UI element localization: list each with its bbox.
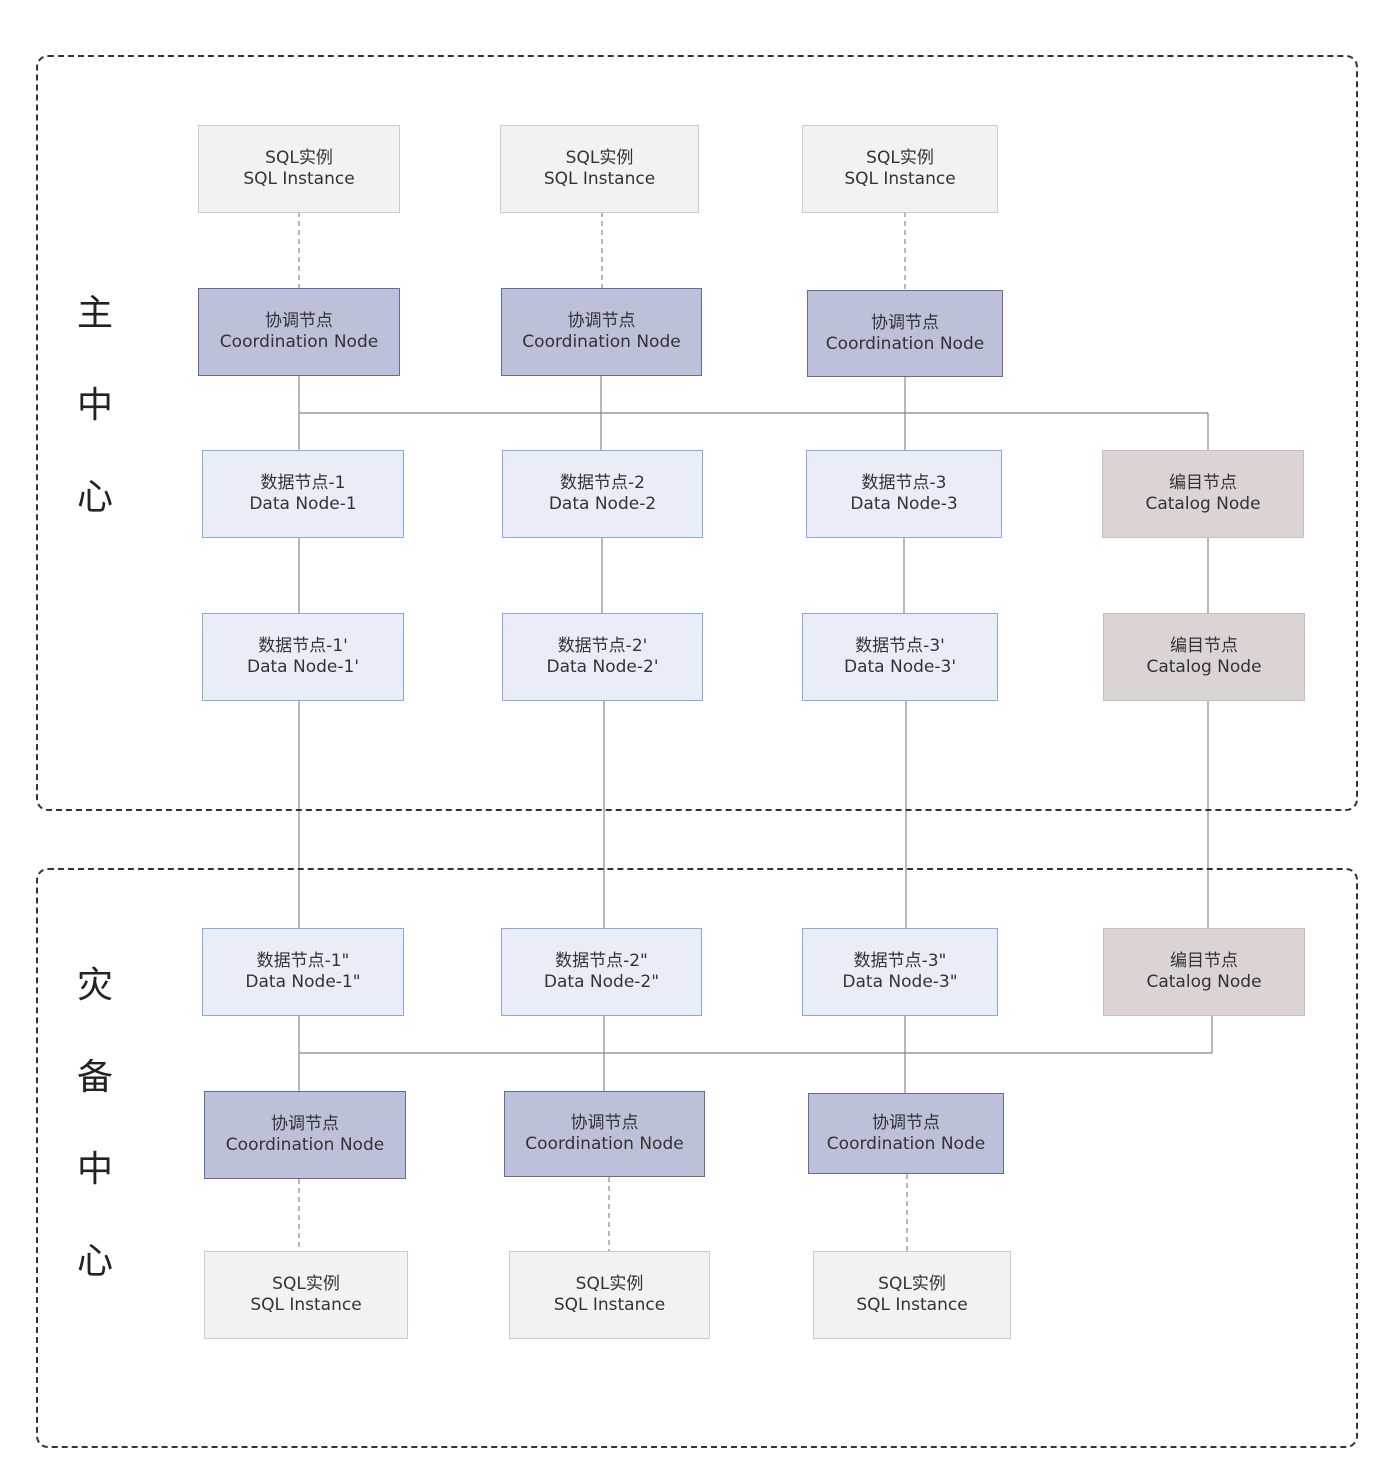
node-title-en: SQL Instance <box>250 1295 362 1315</box>
standby-center-region <box>36 868 1358 1448</box>
node-title-cn: SQL实例 <box>575 1274 644 1294</box>
sql-instance-primary-1: SQL实例 SQL Instance <box>198 125 400 213</box>
coordination-node-primary-1: 协调节点 Coordination Node <box>198 288 400 376</box>
node-title-en: Catalog Node <box>1145 494 1261 514</box>
node-title-cn: 协调节点 <box>871 312 939 333</box>
coordination-node-primary-2: 协调节点 Coordination Node <box>501 288 702 376</box>
coordination-node-primary-3: 协调节点 Coordination Node <box>807 290 1003 377</box>
primary-center-region <box>36 55 1358 811</box>
node-title-cn: 协调节点 <box>872 1112 940 1133</box>
node-title-cn: 数据节点-2 <box>560 473 645 493</box>
node-title-cn: 协调节点 <box>570 1113 639 1133</box>
node-title-cn: SQL实例 <box>272 1274 340 1294</box>
node-title-en: Coordination Node <box>826 1133 986 1154</box>
node-title-en: Data Node-3" <box>842 972 958 992</box>
coordination-node-standby-3: 协调节点 Coordination Node <box>808 1093 1004 1174</box>
node-title-cn: 编目节点 <box>1169 473 1237 493</box>
node-title-cn: 数据节点-1 <box>260 473 346 493</box>
node-title-cn: 协调节点 <box>265 311 333 331</box>
node-title-cn: 数据节点-1' <box>258 636 348 656</box>
node-title-cn: 数据节点-3' <box>855 636 945 656</box>
sql-instance-primary-2: SQL实例 SQL Instance <box>500 125 699 213</box>
node-title-en: Data Node-1' <box>247 657 359 677</box>
data-node-2-double-prime: 数据节点-2" Data Node-2" <box>501 928 702 1016</box>
label-char: 主 <box>76 293 113 334</box>
node-title-cn: 数据节点-3 <box>861 473 947 493</box>
label-char: 中 <box>76 385 113 426</box>
node-title-en: Data Node-2' <box>546 657 659 677</box>
label-char: 中 <box>76 1149 113 1190</box>
node-title-cn: 协调节点 <box>567 311 636 331</box>
node-title-cn: 数据节点-1" <box>256 951 350 971</box>
node-title-en: Data Node-1" <box>245 972 361 992</box>
node-title-en: Data Node-1 <box>249 494 357 514</box>
node-title-cn: 协调节点 <box>271 1114 339 1134</box>
node-title-cn: 编目节点 <box>1170 951 1238 971</box>
data-node-2-prime: 数据节点-2' Data Node-2' <box>502 613 703 701</box>
node-title-cn: SQL实例 <box>265 148 333 168</box>
data-node-2: 数据节点-2 Data Node-2 <box>502 450 703 538</box>
catalog-node-primary: 编目节点 Catalog Node <box>1102 450 1304 538</box>
sql-instance-standby-1: SQL实例 SQL Instance <box>204 1251 408 1339</box>
node-title-en: Data Node-2 <box>548 494 657 514</box>
node-title-en: Data Node-3' <box>844 657 956 677</box>
node-title-en: SQL Instance <box>543 169 656 189</box>
label-char: 备 <box>76 1057 113 1098</box>
standby-center-label: 灾 备 中 心 <box>65 968 125 1336</box>
node-title-cn: 数据节点-3" <box>853 951 947 971</box>
node-title-en: Catalog Node <box>1146 657 1262 677</box>
data-node-3-prime: 数据节点-3' Data Node-3' <box>802 613 998 701</box>
node-title-cn: SQL实例 <box>878 1274 946 1294</box>
data-node-3: 数据节点-3 Data Node-3 <box>806 450 1002 538</box>
node-title-cn: 数据节点-2" <box>555 951 648 971</box>
node-title-en: Catalog Node <box>1146 972 1262 992</box>
node-title-en: SQL Instance <box>243 169 355 189</box>
label-char: 灾 <box>76 965 113 1006</box>
node-title-en: SQL Instance <box>844 169 956 189</box>
node-title-en: Coordination Node <box>225 1135 385 1155</box>
label-char: 心 <box>76 1241 113 1282</box>
node-title-en: Coordination Node <box>522 332 681 352</box>
coordination-node-standby-2: 协调节点 Coordination Node <box>504 1091 705 1177</box>
data-node-3-double-prime: 数据节点-3" Data Node-3" <box>802 928 998 1016</box>
catalog-node-primary-replica: 编目节点 Catalog Node <box>1103 613 1305 701</box>
node-title-en: Data Node-2" <box>543 972 660 992</box>
label-char: 心 <box>76 477 113 518</box>
node-title-cn: 数据节点-2' <box>557 636 648 656</box>
node-title-en: Coordination Node <box>219 332 379 352</box>
node-title-en: Data Node-3 <box>850 494 958 514</box>
node-title-en: SQL Instance <box>553 1295 666 1315</box>
node-title-cn: 编目节点 <box>1170 636 1238 656</box>
node-title-cn: SQL实例 <box>565 148 634 168</box>
sql-instance-primary-3: SQL实例 SQL Instance <box>802 125 998 213</box>
node-title-en: Coordination Node <box>525 1134 684 1154</box>
data-node-1-prime: 数据节点-1' Data Node-1' <box>202 613 404 701</box>
catalog-node-standby: 编目节点 Catalog Node <box>1103 928 1305 1016</box>
node-title-en: SQL Instance <box>856 1295 968 1315</box>
primary-center-label: 主 中 心 <box>65 296 125 572</box>
sql-instance-standby-3: SQL实例 SQL Instance <box>813 1251 1011 1339</box>
node-title-cn: SQL实例 <box>866 148 934 168</box>
sql-instance-standby-2: SQL实例 SQL Instance <box>509 1251 710 1339</box>
coordination-node-standby-1: 协调节点 Coordination Node <box>204 1091 406 1179</box>
data-node-1: 数据节点-1 Data Node-1 <box>202 450 404 538</box>
data-node-1-double-prime: 数据节点-1" Data Node-1" <box>202 928 404 1016</box>
node-title-en: Coordination Node <box>825 333 985 354</box>
